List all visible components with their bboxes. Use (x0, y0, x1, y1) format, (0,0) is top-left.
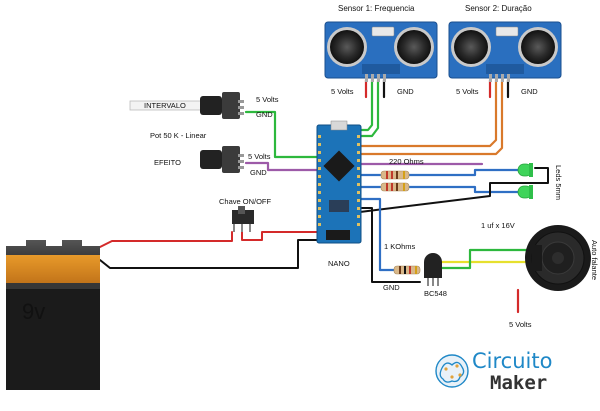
wire-s1-green-b (358, 78, 380, 138)
battery-9v (6, 240, 100, 390)
potentiometer-2 (200, 146, 244, 173)
intervalo-label: INTERVALO (144, 101, 186, 110)
sensor2-volts-label: 5 Volts (456, 87, 479, 96)
pot1-gnd-label: GND (256, 110, 273, 119)
resistor-220-b (380, 182, 410, 192)
led-green-1 (517, 163, 533, 177)
wire-gnd-cap (360, 220, 395, 238)
pot-caption: Pot 50 K - Linear (150, 131, 207, 140)
pot1-volts-label: 5 Volts (256, 95, 279, 104)
switch-on-off (232, 206, 254, 232)
transistor-gnd-label: GND (383, 283, 400, 292)
pot2-volts-label: 5 Volts (248, 152, 271, 161)
leds-label: Leds 5mm (554, 165, 563, 201)
efeito-label: EFEITO (154, 158, 181, 167)
wire-res-led-b (407, 185, 522, 194)
sensor1-title: Sensor 1: Frequencia (338, 4, 415, 13)
pot2-gnd-label: GND (250, 168, 267, 177)
nano-label: NANO (328, 259, 350, 268)
wire-pot2-purple (244, 161, 320, 172)
brand-line-1: Circuito (472, 349, 553, 373)
sensor2-gnd-label: GND (521, 87, 538, 96)
led-green-2 (517, 185, 533, 199)
wire-nano-black-down (361, 207, 421, 283)
battery-label: 9v (22, 299, 46, 324)
wire-switch-red (241, 231, 319, 241)
resistor-1k (393, 265, 421, 275)
transistor-label: BC548 (424, 289, 447, 298)
speaker-label: Auto falante (590, 240, 599, 281)
wire-battery-red (99, 231, 233, 248)
wire-pot1-green (244, 110, 320, 159)
speaker (525, 225, 591, 291)
potentiometer-1 (129, 92, 244, 119)
capacitor-label: 1 uf x 16V (481, 221, 515, 230)
sensor2-title: Sensor 2: Duração (465, 4, 532, 13)
sensor1-volts-label: 5 Volts (331, 87, 354, 96)
led-resistor-label: 220 Ohms (389, 157, 424, 166)
brain-logo-icon (435, 354, 469, 388)
ultrasonic-sensor-2 (448, 21, 562, 82)
wire-nano-blue-trans (358, 197, 397, 272)
wire-res-led-a (407, 168, 522, 177)
transistor-bc548 (424, 253, 442, 286)
ultrasonic-sensor-1 (324, 21, 438, 82)
wire-s2-orange-a (358, 78, 498, 148)
brand-line-2: Maker (490, 372, 548, 394)
wire-battery-black (99, 239, 319, 269)
switch-label: Chave ON/OFF (219, 197, 272, 206)
sensor1-gnd-label: GND (397, 87, 414, 96)
wire-led-ground (359, 167, 549, 213)
wire-s2-orange-b (358, 78, 504, 156)
arduino-nano-board (316, 120, 362, 244)
wire-s1-green-a (358, 78, 374, 132)
speaker-volts-label: 5 Volts (509, 320, 532, 329)
resistor-220-a (380, 170, 410, 180)
transistor-resistor-label: 1 KOhms (384, 242, 416, 251)
wire-trans-green (426, 248, 542, 270)
wires (99, 78, 549, 314)
